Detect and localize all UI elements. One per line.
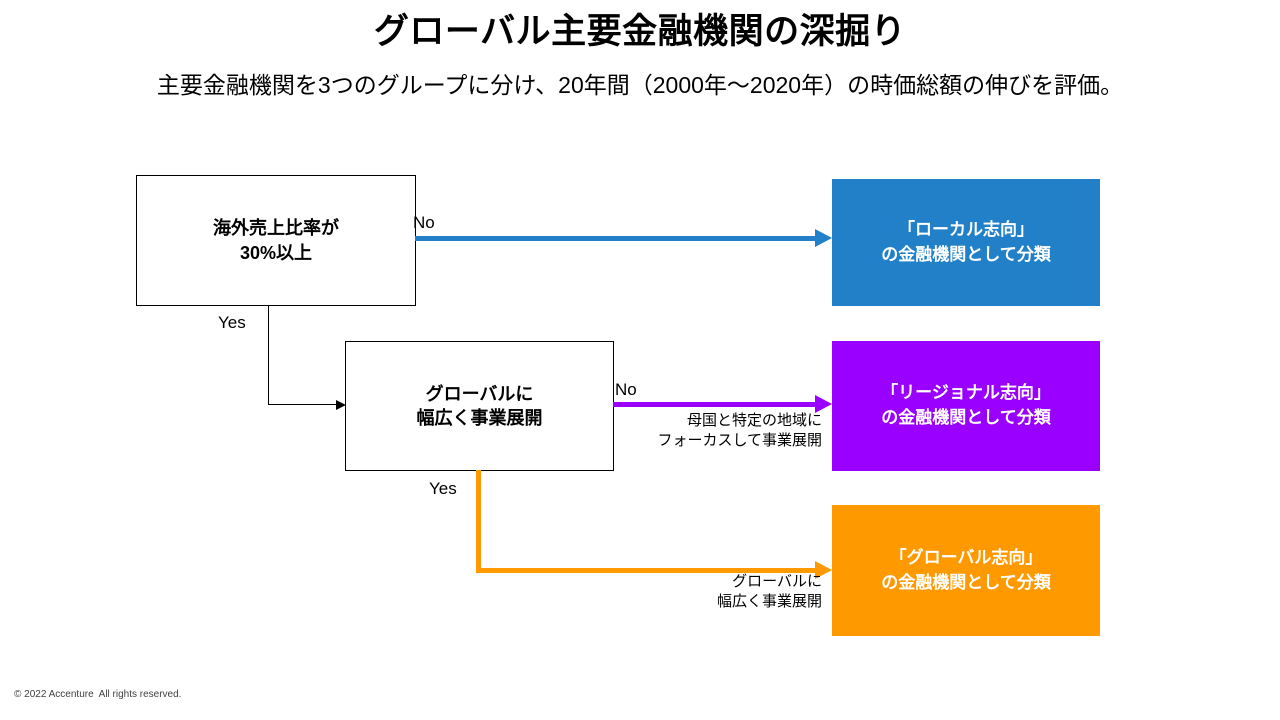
edge-note-global-line-1: グローバルに: [732, 573, 822, 590]
edge-note-regional-line-2: フォーカスして事業展開: [657, 432, 822, 450]
edge-note-global-line-2: 幅広く事業展開: [716, 593, 822, 611]
decision-line-1: グローバルに: [425, 383, 534, 404]
decision-box-text: 海外売上比率が 30%以上: [213, 216, 339, 265]
result-box-text: 「リージョナル志向」 の金融機関として分類: [881, 381, 1051, 430]
result-box-local[interactable]: 「ローカル志向」 の金融機関として分類: [832, 179, 1100, 306]
result-line-2: の金融機関として分類: [881, 572, 1051, 592]
result-box-text: 「グローバル志向」 の金融機関として分類: [881, 546, 1051, 595]
edge-label-no-1: No: [413, 213, 435, 232]
footer-copyright: © 2022 Accenture All rights reserved.: [14, 689, 182, 700]
connector-line-global-vertical: [476, 470, 481, 573]
edge-label-yes-2: Yes: [429, 479, 457, 498]
result-line-2: の金融機関として分類: [881, 408, 1051, 427]
result-line-1: 「グローバル志向」: [889, 547, 1043, 567]
arrowhead-global-icon: [815, 561, 832, 579]
edge-note-global: グローバルに 幅広く事業展開: [717, 572, 822, 613]
connector-line-yes-horizontal: [268, 404, 337, 405]
result-box-regional[interactable]: 「リージョナル志向」 の金融機関として分類: [832, 341, 1100, 471]
decision-line-1: 海外売上比率が: [213, 218, 339, 239]
decision-line-2: 幅広く事業展開: [416, 408, 543, 428]
decision-box-overseas-sales-ratio[interactable]: 海外売上比率が 30%以上: [136, 175, 416, 306]
decision-box-text: グローバルに 幅広く事業展開: [417, 382, 543, 431]
page-subtitle: 主要金融機関を3つのグループに分け、20年間（2000年～2020年）の時価総額…: [156, 72, 1124, 98]
decision-box-global-broad-business[interactable]: グローバルに 幅広く事業展開: [345, 341, 614, 471]
connector-line-yes-vertical: [268, 306, 269, 405]
edge-note-regional: 母国と特定の地域に フォーカスして事業展開: [657, 411, 822, 452]
connector-line-regional: [613, 402, 817, 407]
edge-note-regional-line-1: 母国と特定の地域に: [686, 412, 822, 429]
result-line-2: の金融機関として分類: [881, 244, 1051, 264]
edge-label-no-2: No: [615, 380, 637, 399]
decision-line-2: 30%以上: [239, 242, 313, 263]
arrowhead-regional-icon: [815, 395, 832, 413]
result-box-text: 「ローカル志向」 の金融機関として分類: [881, 218, 1051, 267]
arrowhead-local-icon: [815, 229, 832, 247]
result-line-1: 「ローカル志向」: [898, 219, 1034, 239]
edge-label-yes-1: Yes: [218, 313, 246, 332]
result-box-global[interactable]: 「グローバル志向」 の金融機関として分類: [832, 505, 1100, 636]
connector-line-global-horizontal: [476, 568, 817, 573]
connector-line-local: [415, 236, 817, 241]
arrowhead-decision-2-icon: [336, 400, 346, 410]
result-line-1: 「リージョナル志向」: [881, 383, 1051, 403]
page-title: グローバル主要金融機関の深掘り: [373, 12, 907, 51]
